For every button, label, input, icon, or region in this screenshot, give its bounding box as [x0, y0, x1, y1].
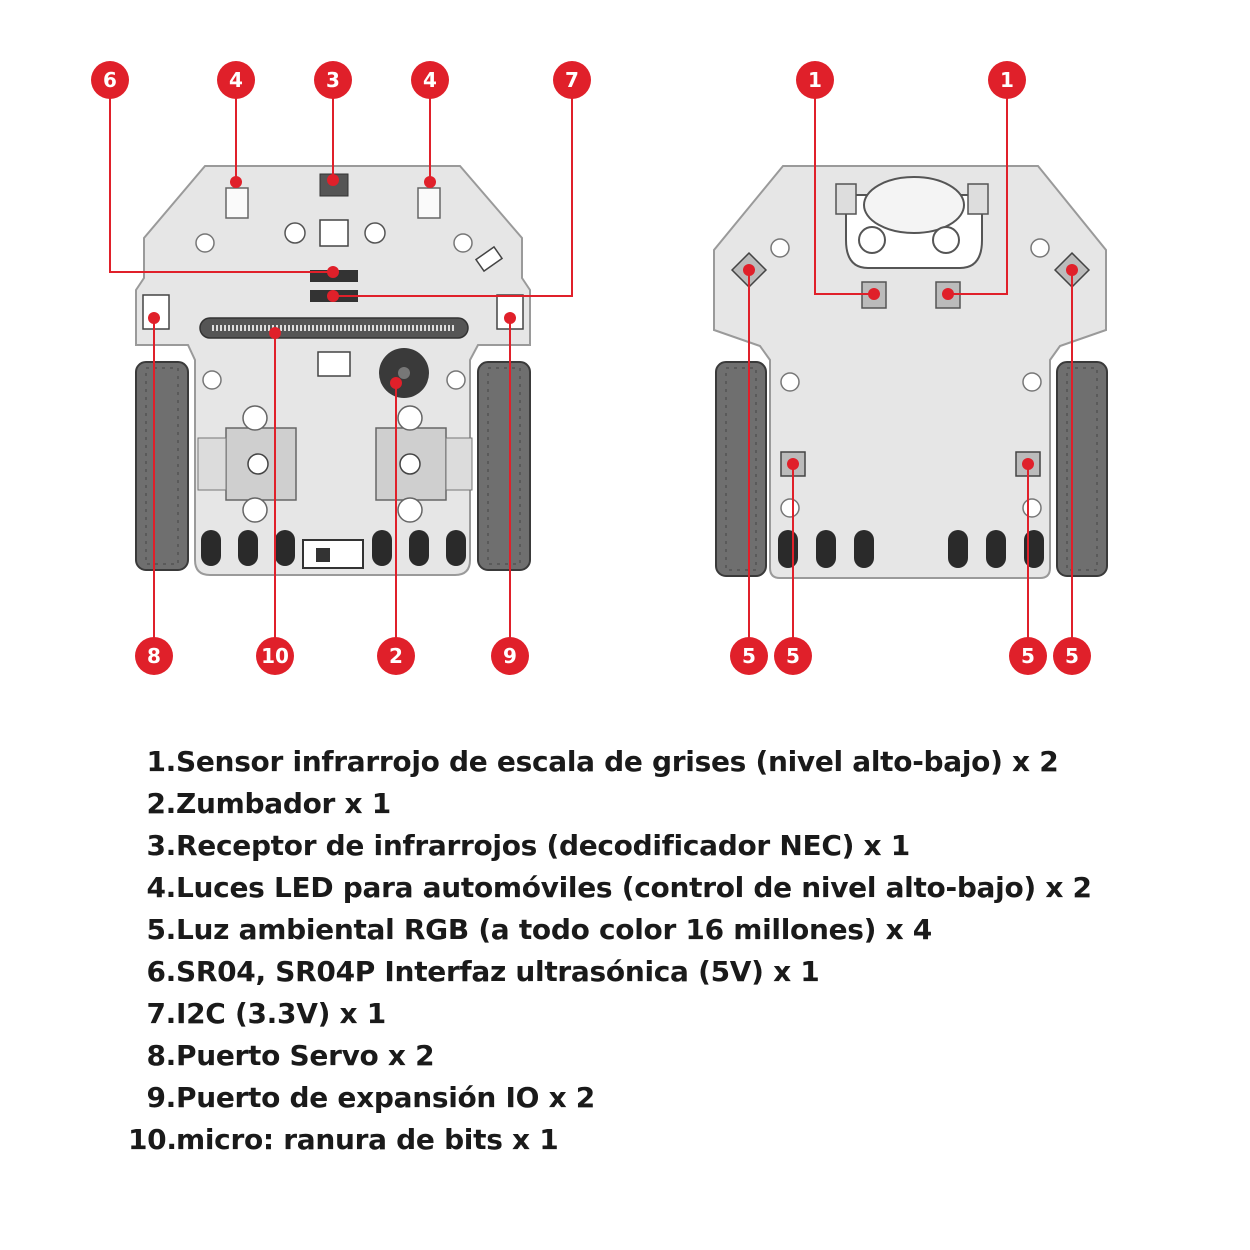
front-left-wheel [135, 361, 189, 571]
svg-text:5: 5 [786, 644, 800, 668]
legend-item-number: 2. [146, 787, 176, 820]
callout-3: 3 [314, 61, 352, 99]
back-view: 1 1 5 5 5 5 [713, 61, 1108, 675]
legend-item: 7. I2C (3.3V) x 1 [128, 997, 1188, 1039]
legend-item-text: Sensor infrarrojo de escala de grises (n… [176, 745, 1059, 778]
legend-item-text: Luces LED para automóviles (control de n… [176, 871, 1092, 904]
legend-item-text: micro: ranura de bits x 1 [176, 1123, 559, 1156]
servo-port [142, 294, 170, 330]
callout-4-left: 4 [217, 61, 255, 99]
legend-item-text: Zumbador x 1 [176, 787, 391, 820]
svg-text:1: 1 [808, 68, 822, 92]
svg-text:1: 1 [1000, 68, 1014, 92]
svg-text:3: 3 [326, 68, 340, 92]
front-motor-right [375, 405, 473, 523]
callout-5-c: 5 [1009, 637, 1047, 675]
front-right-wheel [477, 361, 531, 571]
legend-item-text: Luz ambiental RGB (a todo color 16 millo… [176, 913, 932, 946]
front-leader-dots [148, 174, 516, 389]
front-bottom-pads [201, 530, 466, 569]
legend-item: 10. micro: ranura de bits x 1 [128, 1123, 1188, 1165]
back-right-wheel [1056, 361, 1108, 577]
component-legend: 1. Sensor infrarrojo de escala de grises… [128, 745, 1188, 1165]
callout-10: 10 [256, 637, 294, 675]
svg-text:2: 2 [389, 644, 403, 668]
callout-8: 8 [135, 637, 173, 675]
callout-9: 9 [491, 637, 529, 675]
svg-text:5: 5 [742, 644, 756, 668]
callout-4-right: 4 [411, 61, 449, 99]
legend-item-number: 5. [146, 913, 176, 946]
svg-text:8: 8 [147, 644, 161, 668]
callout-1-left: 1 [796, 61, 834, 99]
back-left-wheel [715, 361, 767, 577]
callout-1-right: 1 [988, 61, 1026, 99]
legend-item-number: 9. [146, 1081, 176, 1114]
legend-item-number: 6. [146, 955, 176, 988]
led-left [225, 187, 249, 219]
svg-text:7: 7 [565, 68, 579, 92]
callout-7: 7 [553, 61, 591, 99]
legend-item-number: 10. [128, 1123, 177, 1156]
legend-item-text: Puerto Servo x 2 [176, 1039, 435, 1072]
legend-item-number: 3. [146, 829, 176, 862]
battery-holder [835, 176, 989, 269]
svg-text:9: 9 [503, 644, 517, 668]
legend-item: 2. Zumbador x 1 [128, 787, 1188, 829]
legend-item-number: 8. [146, 1039, 176, 1072]
svg-text:5: 5 [1065, 644, 1079, 668]
legend-item-text: SR04, SR04P Interfaz ultrasónica (5V) x … [176, 955, 820, 988]
legend-item-text: Puerto de expansión IO x 2 [176, 1081, 595, 1114]
led-right [417, 187, 441, 219]
svg-text:6: 6 [103, 68, 117, 92]
legend-item: 8. Puerto Servo x 2 [128, 1039, 1188, 1081]
legend-item: 5. Luz ambiental RGB (a todo color 16 mi… [128, 913, 1188, 955]
legend-item: 3. Receptor de infrarrojos (decodificado… [128, 829, 1188, 871]
legend-item: 4. Luces LED para automóviles (control d… [128, 871, 1188, 913]
robot-car-diagram: 6 4 3 4 7 8 10 2 [91, 61, 1108, 675]
svg-text:4: 4 [423, 68, 437, 92]
callout-2: 2 [377, 637, 415, 675]
legend-item-number: 1. [146, 745, 176, 778]
legend-item: 1. Sensor infrarrojo de escala de grises… [128, 745, 1188, 787]
legend-item: 9. Puerto de expansión IO x 2 [128, 1081, 1188, 1123]
back-leader-lines [748, 80, 1073, 656]
callout-6: 6 [91, 61, 129, 99]
back-leader-dots [743, 264, 1078, 470]
svg-text:10: 10 [261, 644, 289, 668]
callout-5-d: 5 [1053, 637, 1091, 675]
legend-item-number: 4. [146, 871, 176, 904]
svg-text:5: 5 [1021, 644, 1035, 668]
svg-text:4: 4 [229, 68, 243, 92]
front-motor-left [197, 405, 297, 523]
legend-item-text: I2C (3.3V) x 1 [176, 997, 386, 1030]
front-view: 6 4 3 4 7 8 10 2 [91, 61, 591, 675]
callout-5-a: 5 [730, 637, 768, 675]
legend-item: 6. SR04, SR04P Interfaz ultrasónica (5V)… [128, 955, 1188, 997]
callout-5-b: 5 [774, 637, 812, 675]
legend-item-number: 7. [146, 997, 176, 1030]
legend-item-text: Receptor de infrarrojos (decodificador N… [176, 829, 910, 862]
